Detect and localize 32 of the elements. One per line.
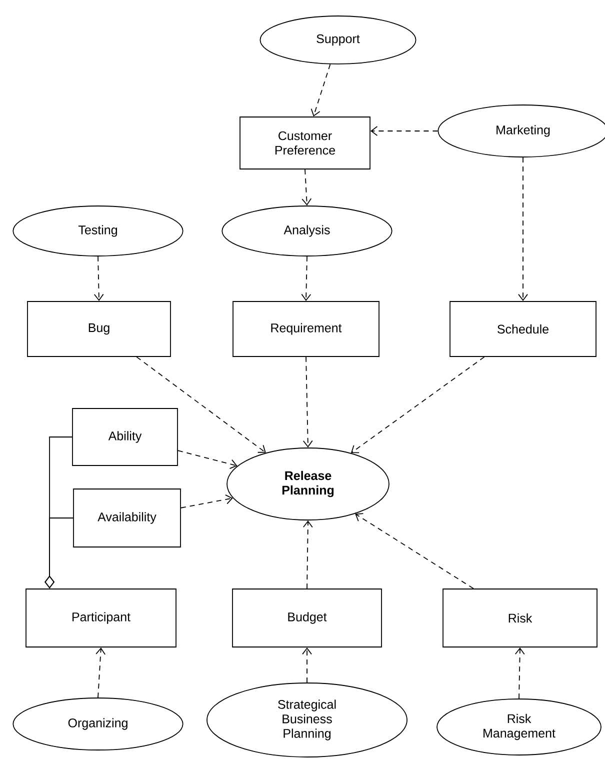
process-box: Customer Preference bbox=[240, 116, 370, 170]
arrow bbox=[355, 513, 474, 589]
arrow bbox=[301, 256, 312, 302]
arrow bbox=[302, 647, 312, 683]
oval-node: Release Planning bbox=[226, 448, 390, 520]
oval-node: Support bbox=[260, 16, 416, 64]
arrow bbox=[350, 356, 485, 454]
process-box: Participant bbox=[26, 588, 176, 648]
arrow bbox=[180, 494, 233, 508]
arrow bbox=[302, 520, 313, 589]
oval-node: Strategical Business Planning bbox=[206, 682, 408, 758]
oval-node: Testing bbox=[12, 206, 184, 256]
arrow bbox=[310, 64, 331, 117]
oval-node: Organizing bbox=[12, 698, 184, 750]
arrow bbox=[136, 356, 266, 453]
arrow bbox=[514, 647, 525, 699]
arrow bbox=[370, 126, 438, 136]
arrow bbox=[518, 157, 528, 302]
arrow bbox=[302, 169, 312, 206]
process-box: Budget bbox=[232, 588, 382, 648]
arrow bbox=[302, 356, 313, 448]
process-box: Availability bbox=[73, 488, 181, 548]
process-box: Ability bbox=[72, 408, 178, 466]
arrow bbox=[178, 450, 238, 469]
oval-node: Analysis bbox=[222, 206, 392, 256]
process-box: Requirement bbox=[232, 301, 380, 357]
arrow bbox=[94, 256, 104, 302]
oval-node: Risk Management bbox=[436, 698, 602, 756]
process-box: Schedule bbox=[450, 301, 596, 357]
arrow bbox=[96, 647, 106, 698]
process-box: Bug bbox=[27, 301, 171, 357]
process-box: Risk bbox=[442, 588, 598, 648]
